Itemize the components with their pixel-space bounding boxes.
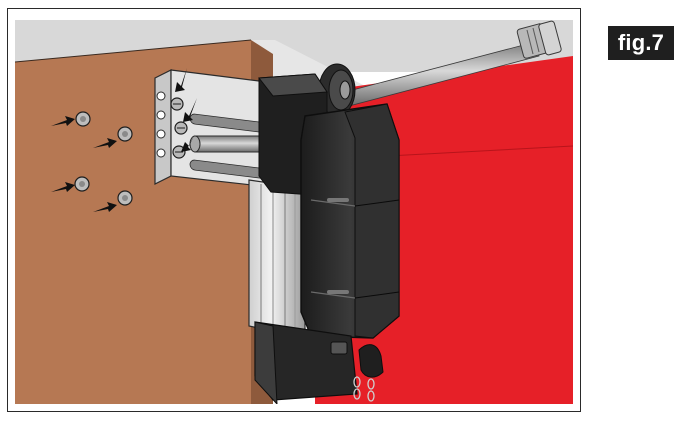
motor-rail bbox=[248, 179, 306, 339]
screw-icon bbox=[75, 111, 91, 127]
screw-icon bbox=[117, 190, 133, 206]
drive-shaft bbox=[189, 135, 276, 153]
arrow-icon bbox=[51, 116, 75, 126]
arrow-icon bbox=[183, 98, 197, 122]
arrow-icon bbox=[93, 138, 117, 148]
arrow-icon bbox=[51, 182, 75, 192]
arrow-icon bbox=[93, 202, 117, 212]
installation-illustration bbox=[15, 20, 573, 404]
motor-casing bbox=[300, 103, 400, 339]
motor-base bbox=[254, 321, 358, 404]
figure-label: fig.7 bbox=[608, 26, 674, 60]
pull-chain bbox=[353, 344, 384, 402]
arrow-icon bbox=[175, 68, 187, 92]
bolt-icon bbox=[174, 121, 188, 135]
pulley-wheel bbox=[318, 63, 356, 117]
ceiling bbox=[15, 20, 573, 72]
rail-coupling bbox=[516, 20, 562, 59]
bolt-icon bbox=[172, 145, 186, 159]
screw-icon bbox=[117, 126, 133, 142]
arrow-icon bbox=[181, 134, 195, 152]
wall-edge bbox=[15, 39, 252, 63]
bolt-icon bbox=[170, 97, 184, 111]
screw-icon bbox=[74, 176, 90, 192]
